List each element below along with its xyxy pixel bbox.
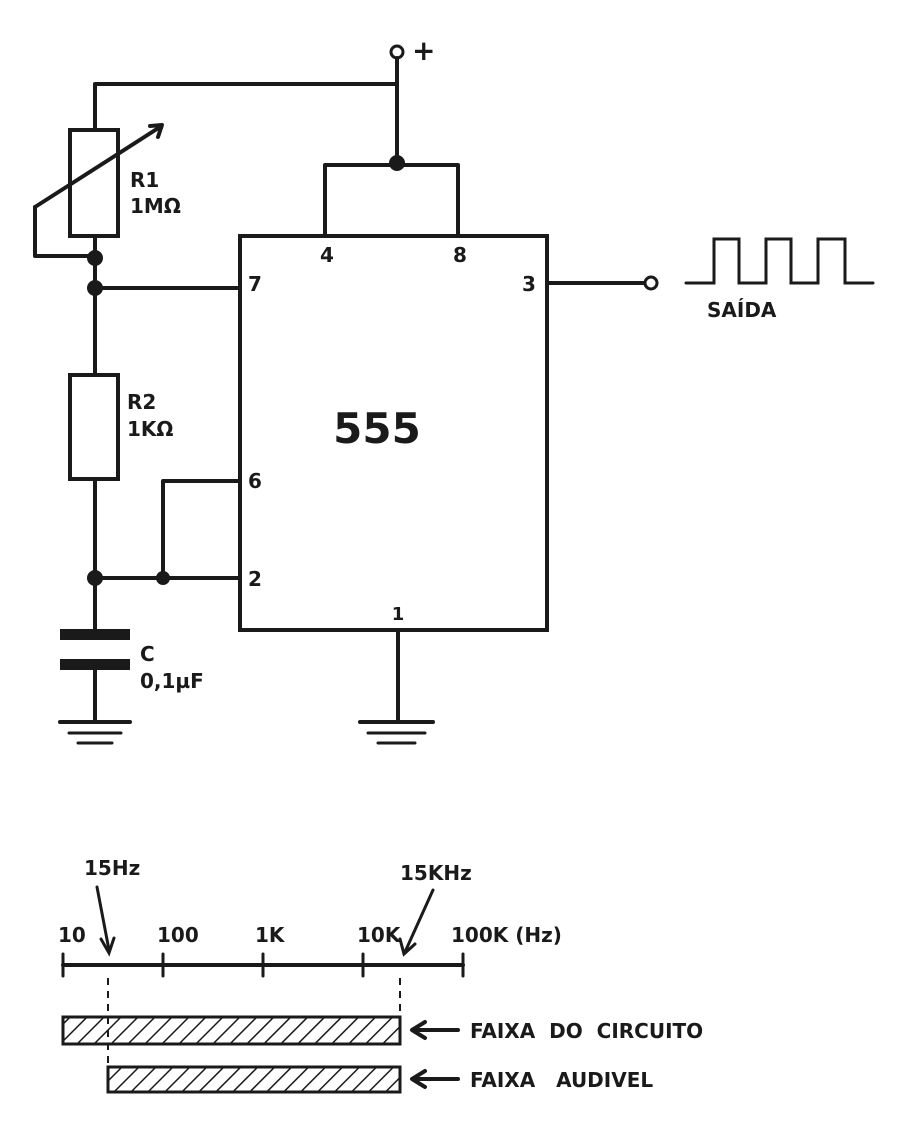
output-terminal xyxy=(643,275,659,291)
pin-3-label: 3 xyxy=(522,272,536,296)
r2-name: R2 xyxy=(127,390,156,414)
cap-name: C xyxy=(140,642,155,666)
capacitor-plate-top xyxy=(60,629,130,640)
ground-symbol xyxy=(358,720,435,745)
band-circuit-label: FAIXA DO CIRCUITO xyxy=(470,1019,703,1043)
tick-label-100: 100 xyxy=(157,923,199,947)
resistor-r1: R1 1MΩ xyxy=(33,123,181,258)
tick-label-10k: 10K xyxy=(357,923,402,947)
potentiometer-arrow xyxy=(33,125,162,209)
band-circuit: FAIXA DO CIRCUITO xyxy=(61,1015,703,1046)
band-audible-bar xyxy=(106,1065,402,1094)
band-audible-label: FAIXA AUDIVEL xyxy=(470,1068,653,1092)
tick-label-10: 10 xyxy=(58,923,86,947)
junction-dot xyxy=(87,250,103,266)
resistor-r2-body xyxy=(68,373,120,481)
r2-value: 1KΩ xyxy=(127,417,173,441)
pin-4-label: 4 xyxy=(320,243,334,267)
resistor-r1-body xyxy=(68,128,120,238)
r1-value: 1MΩ xyxy=(130,194,181,218)
capacitor-c: C 0,1µF xyxy=(60,629,204,722)
ic-555-body xyxy=(238,234,549,632)
ground-symbol xyxy=(58,720,132,745)
pin-2-label: 2 xyxy=(248,567,262,591)
output-label: SAÍDA xyxy=(707,298,777,322)
tick-label-1k: 1K xyxy=(255,923,286,947)
ic-555-label: 555 xyxy=(333,404,421,453)
pin-1-label: 1 xyxy=(392,604,405,625)
marker-15khz: 15KHz xyxy=(400,861,472,885)
band-circuit-bar xyxy=(61,1015,402,1046)
pin-7-label: 7 xyxy=(248,272,262,296)
pin-6-label: 6 xyxy=(248,469,262,493)
supply-plus-label: + xyxy=(412,34,435,67)
capacitor-plate-bottom xyxy=(60,659,130,670)
resistor-r2: R2 1KΩ xyxy=(68,373,173,481)
pin-8-label: 8 xyxy=(453,243,467,267)
tick-label-100k: 100K (Hz) xyxy=(451,923,562,947)
frequency-scale: 10 100 1K 10K 100K (Hz) 15Hz 15KHz xyxy=(58,856,562,1066)
cap-value: 0,1µF xyxy=(140,669,204,693)
r1-name: R1 xyxy=(130,168,159,192)
square-wave-icon xyxy=(684,237,875,285)
marker-15hz: 15Hz xyxy=(84,856,140,880)
band-audible: FAIXA AUDIVEL xyxy=(106,1065,653,1094)
supply-rail: + xyxy=(93,34,460,239)
ic-555: 555 4 8 7 6 2 3 1 xyxy=(238,234,549,632)
